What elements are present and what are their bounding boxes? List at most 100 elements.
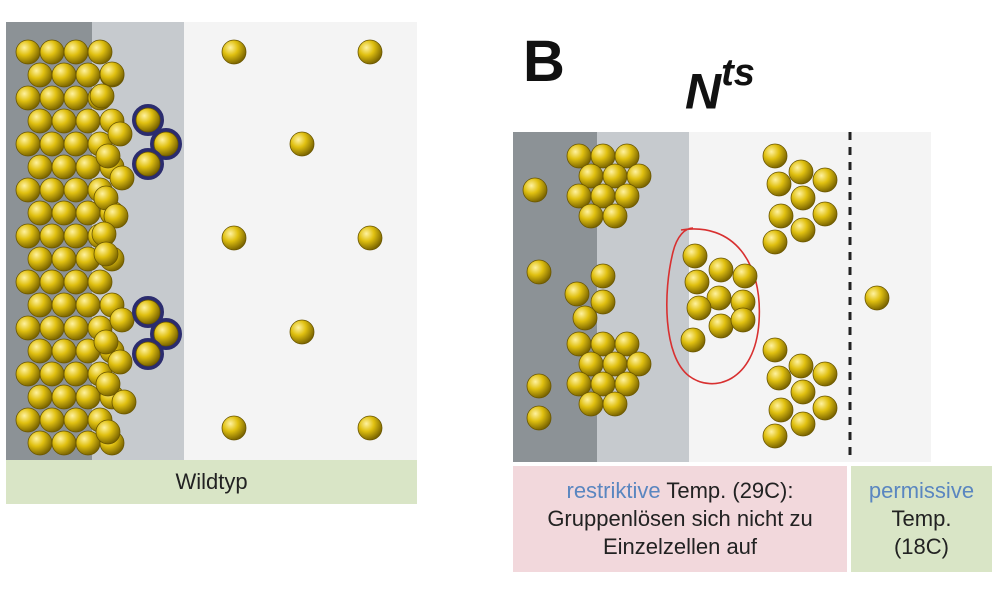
cell xyxy=(708,313,734,339)
cell xyxy=(15,361,41,387)
cell xyxy=(590,263,616,289)
marked-cell xyxy=(135,341,161,367)
cell xyxy=(526,259,552,285)
cell xyxy=(626,351,652,377)
cell xyxy=(684,269,710,295)
cell xyxy=(614,371,640,397)
cell xyxy=(63,39,89,65)
cell xyxy=(626,163,652,189)
cell xyxy=(578,391,604,417)
permissive-label: permissive Temp. (18C) xyxy=(851,466,992,572)
cell xyxy=(788,159,814,185)
cell xyxy=(95,143,121,169)
cell xyxy=(39,407,65,433)
cell-outline-ring xyxy=(150,128,182,160)
cell xyxy=(221,39,247,65)
marked-cell xyxy=(153,321,179,347)
cell xyxy=(357,415,383,441)
restrictive-label: restriktive Temp. (29C): Gruppenlösen si… xyxy=(513,466,847,572)
cell xyxy=(357,39,383,65)
cell xyxy=(708,257,734,283)
panel-a-cells xyxy=(15,39,383,456)
cell xyxy=(87,39,113,65)
panel-a-diagram xyxy=(6,22,417,460)
wildtype-label-text: Wildtyp xyxy=(175,469,248,494)
cell xyxy=(762,337,788,363)
restrictive-line1: restriktive Temp. (29C): xyxy=(547,477,812,505)
cell xyxy=(39,269,65,295)
wildtype-label: Wildtyp xyxy=(6,460,417,504)
cell xyxy=(289,131,315,157)
cell xyxy=(63,407,89,433)
permissive-line3: (18C) xyxy=(893,534,949,559)
marked-cell xyxy=(135,151,161,177)
cell xyxy=(812,201,838,227)
cell xyxy=(730,307,756,333)
cell xyxy=(522,177,548,203)
cell-outline-ring xyxy=(132,104,164,136)
cell xyxy=(39,131,65,157)
cell xyxy=(790,411,816,437)
cell xyxy=(27,62,53,88)
cell xyxy=(63,177,89,203)
cell xyxy=(682,243,708,269)
cell xyxy=(15,39,41,65)
marked-cell xyxy=(153,131,179,157)
cell xyxy=(27,292,53,318)
cell xyxy=(39,39,65,65)
cell xyxy=(15,223,41,249)
cell xyxy=(63,223,89,249)
cell xyxy=(51,384,77,410)
restrictive-keyword: restriktive xyxy=(566,478,661,503)
cell xyxy=(15,131,41,157)
cell-outline-ring xyxy=(132,296,164,328)
cell xyxy=(51,200,77,226)
cell xyxy=(590,289,616,315)
cell xyxy=(63,361,89,387)
permissive-keyword: permissive xyxy=(868,478,975,503)
hand-drawn-circle xyxy=(666,227,761,385)
cell xyxy=(15,407,41,433)
cell xyxy=(75,62,101,88)
cell xyxy=(89,83,115,109)
cell xyxy=(27,154,53,180)
cell xyxy=(63,85,89,111)
marked-cell xyxy=(135,107,161,133)
cell xyxy=(602,203,628,229)
cell xyxy=(768,203,794,229)
cell xyxy=(39,223,65,249)
cell xyxy=(39,315,65,341)
cell xyxy=(526,373,552,399)
cell xyxy=(51,430,77,456)
cell xyxy=(27,384,53,410)
title-main: N xyxy=(685,63,722,120)
cell xyxy=(51,62,77,88)
cell xyxy=(788,353,814,379)
cell-outline-ring xyxy=(132,338,164,370)
cell xyxy=(87,269,113,295)
cell xyxy=(289,319,315,345)
cell xyxy=(111,389,137,415)
cell xyxy=(812,395,838,421)
cell xyxy=(15,315,41,341)
cell xyxy=(63,131,89,157)
cell xyxy=(27,430,53,456)
cell-outline-ring xyxy=(150,318,182,350)
cell xyxy=(63,315,89,341)
cell xyxy=(95,419,121,445)
panel-b-title: Nts xyxy=(685,54,755,120)
cell xyxy=(526,405,552,431)
cell xyxy=(51,108,77,134)
cell xyxy=(680,327,706,353)
cell xyxy=(107,121,133,147)
cell xyxy=(15,177,41,203)
cell xyxy=(790,379,816,405)
cell xyxy=(790,185,816,211)
panel-b-diagram xyxy=(513,132,931,462)
cell xyxy=(51,154,77,180)
cell xyxy=(357,225,383,251)
cell xyxy=(766,171,792,197)
cell xyxy=(109,165,135,191)
cell xyxy=(75,108,101,134)
cell xyxy=(221,225,247,251)
